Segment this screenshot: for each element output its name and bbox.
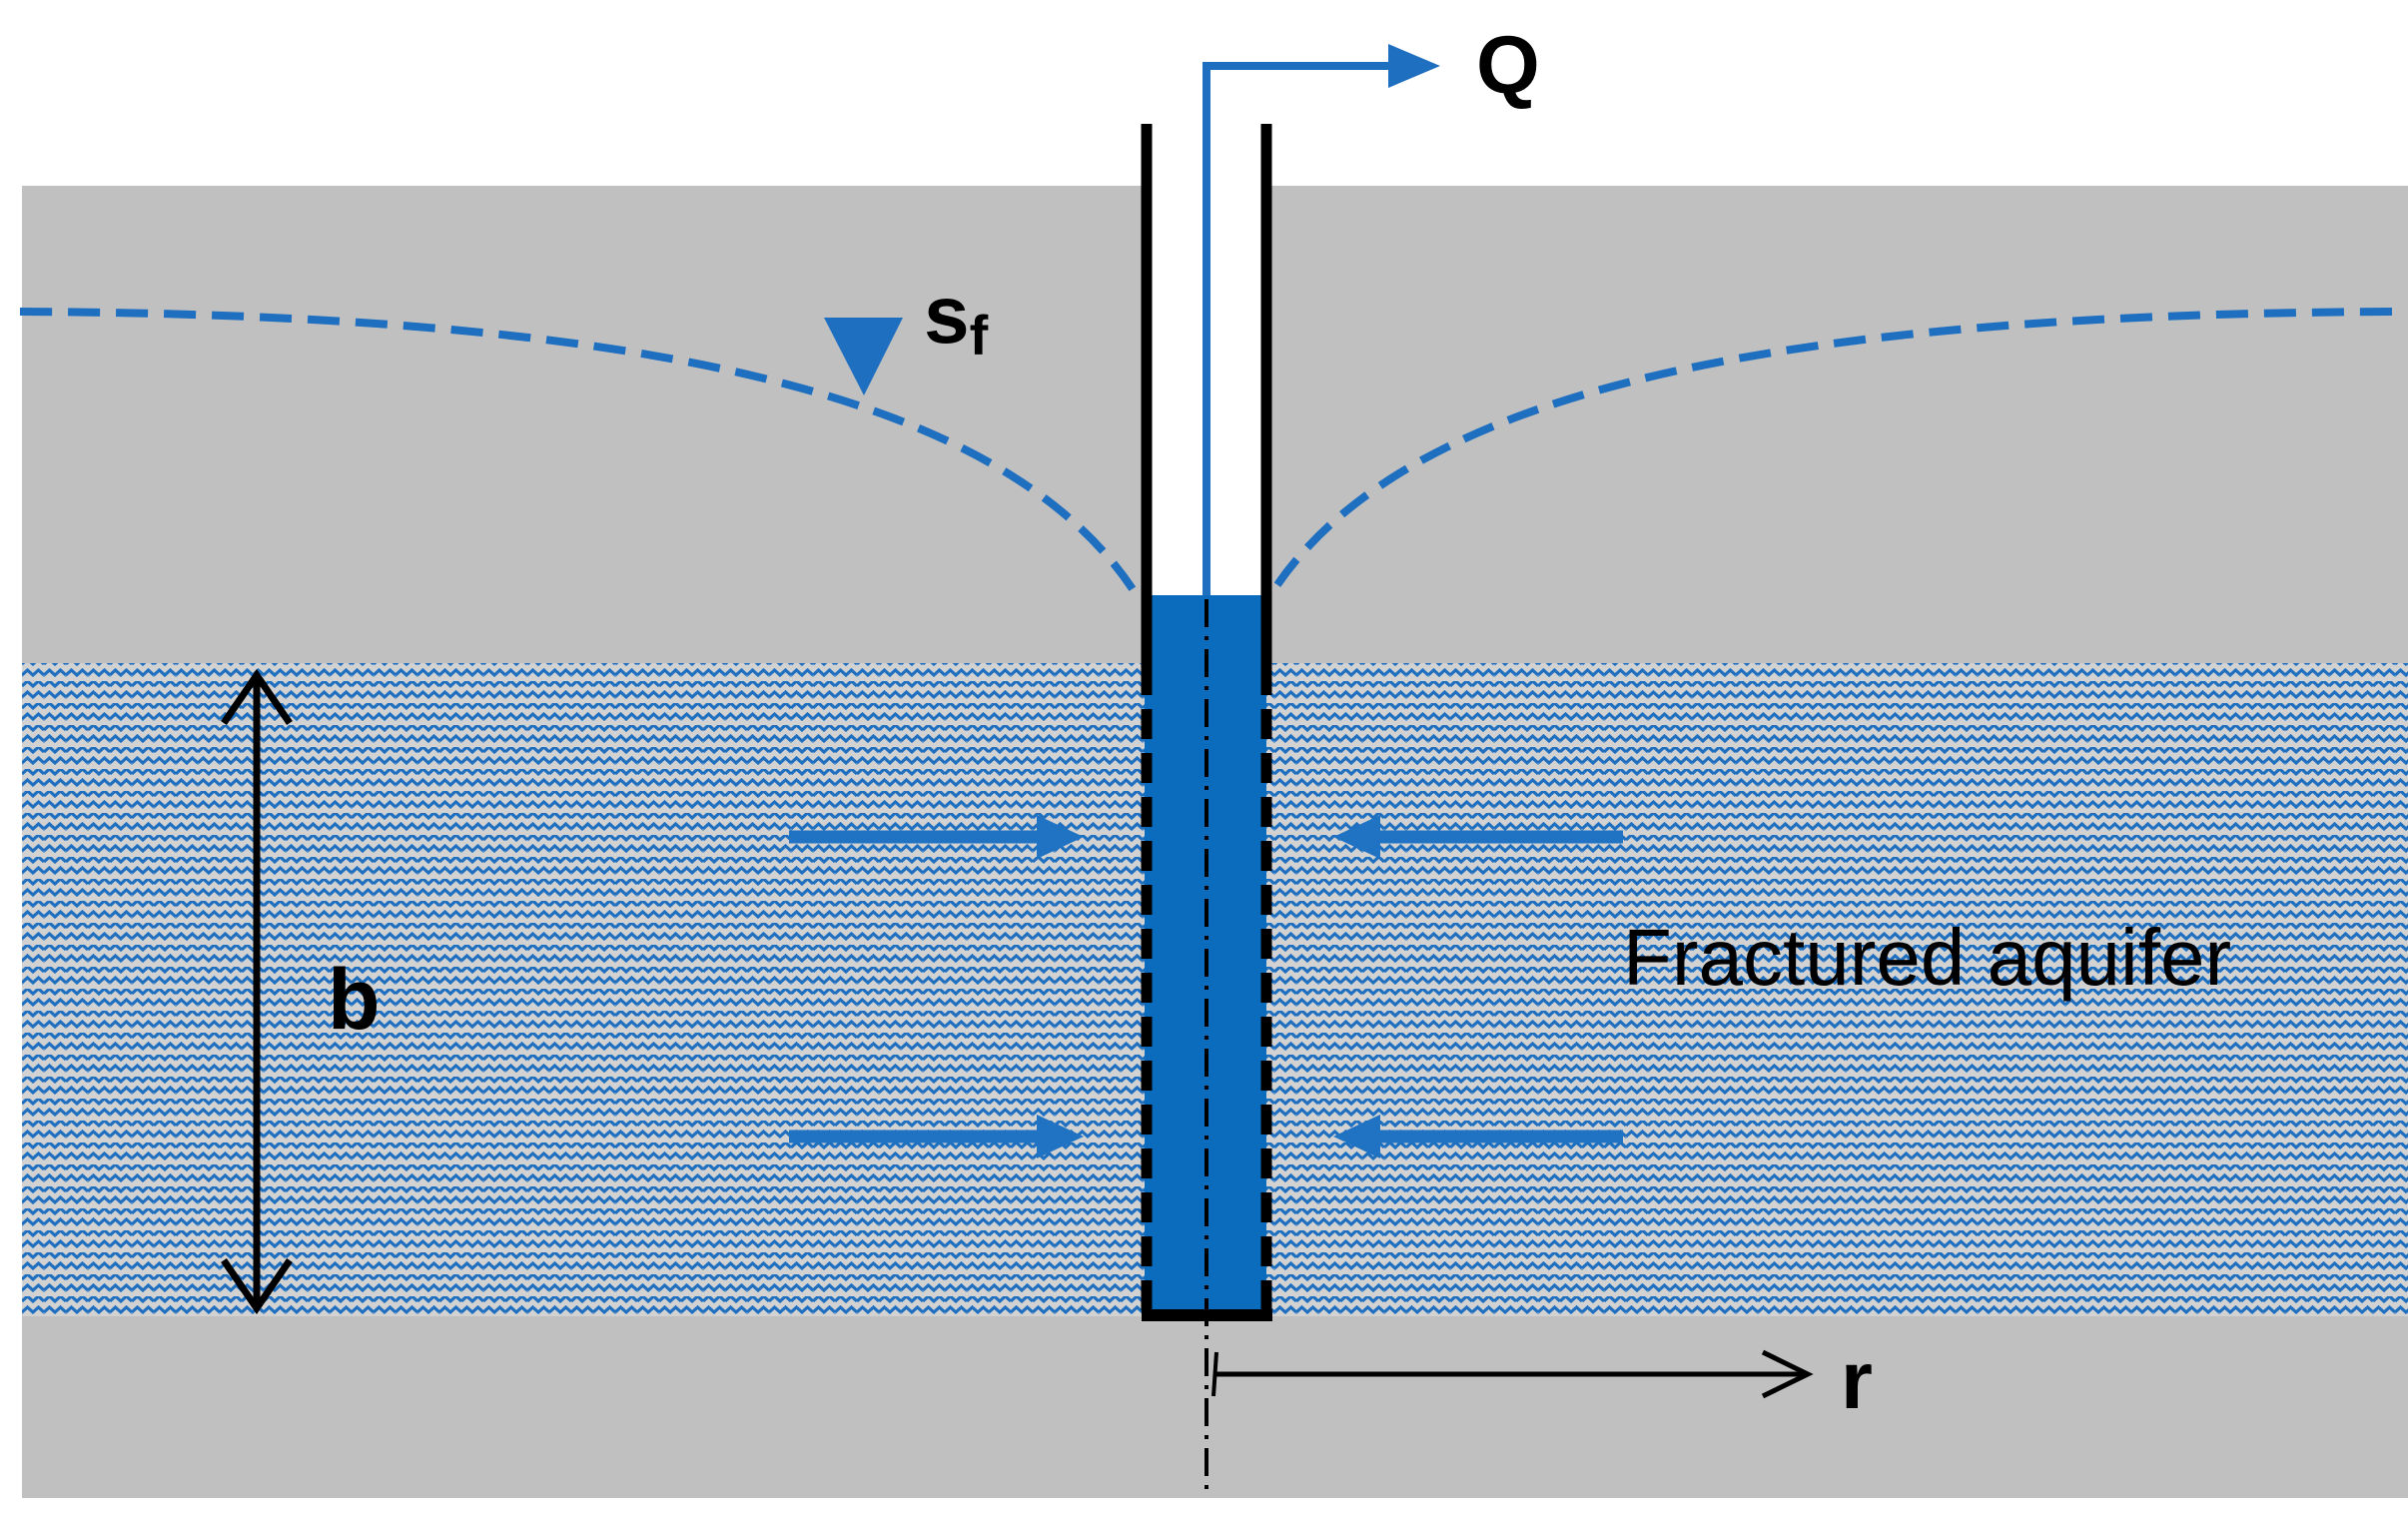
discharge-arrowhead bbox=[1388, 44, 1440, 88]
inflow-arrow-lower-right bbox=[1333, 1115, 1623, 1158]
aquifer-label: Fractured aquifer bbox=[1623, 913, 2231, 1002]
inflow-arrow-lower-left bbox=[789, 1115, 1084, 1158]
radial-distance-arrow bbox=[1211, 1349, 1814, 1399]
discharge-label: Q bbox=[1476, 20, 1540, 111]
lower-confining-layer bbox=[22, 1316, 2408, 1498]
discharge-pipe bbox=[1203, 62, 1393, 595]
inflow-arrow-upper-left bbox=[789, 815, 1084, 859]
drawdown-label: sf bbox=[924, 270, 989, 367]
drawdown-label-subscript: f bbox=[970, 304, 989, 367]
thickness-double-arrow bbox=[221, 668, 293, 1315]
thickness-label: b bbox=[328, 952, 381, 1048]
drawdown-label-main: s bbox=[924, 270, 970, 361]
drawdown-curve-right bbox=[1266, 308, 2393, 598]
drawdown-curve-left bbox=[19, 308, 1141, 598]
radial-label: r bbox=[1841, 1335, 1873, 1426]
inflow-arrow-upper-right bbox=[1333, 815, 1623, 859]
water-table-marker-icon bbox=[824, 318, 903, 395]
